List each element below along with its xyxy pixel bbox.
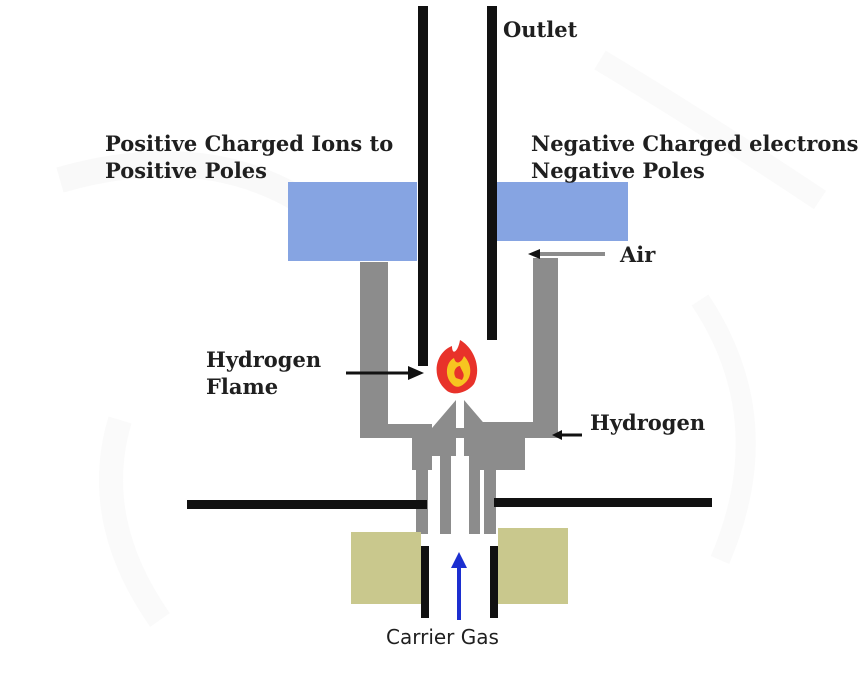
hydrogen-label: Hydrogen — [590, 410, 706, 435]
outlet-label: Outlet — [503, 17, 578, 42]
hydrogen-flame — [436, 340, 478, 394]
negative-pole-block — [497, 182, 628, 241]
air-label: Air — [620, 242, 656, 267]
center-pipe-mid-right — [469, 456, 480, 534]
base-plate-right — [494, 498, 712, 507]
right-gas-tube — [480, 258, 558, 470]
jet-nozzle — [432, 400, 488, 456]
background-ghost — [56, 50, 827, 627]
flame-pointer-arrowhead — [408, 366, 424, 380]
hydrogen-flame-label: Hydrogen Flame — [206, 347, 322, 399]
carrier-wall-right — [490, 546, 498, 618]
heater-block-right — [498, 528, 568, 604]
left-gas-tube — [360, 262, 432, 470]
carrier-wall-left — [421, 546, 429, 618]
chimney-wall-right — [487, 6, 497, 340]
positive-ions-label: Positive Charged Ions to Positive Poles — [105, 131, 394, 183]
center-pipe-right — [484, 468, 496, 534]
jet-nozzle-ring — [428, 428, 492, 438]
positive-pole-block — [288, 182, 417, 261]
center-pipe-mid-left — [440, 456, 451, 534]
base-plate-left — [187, 500, 427, 509]
negative-electrons-label: Negative Charged electrons Negative Pole… — [531, 131, 858, 183]
carrier-gas-label: Carrier Gas — [386, 625, 499, 649]
carrier-gas-arrowhead — [451, 552, 467, 568]
heater-block-left — [351, 532, 421, 604]
air-arrowhead — [528, 249, 540, 259]
chimney-wall-left — [418, 6, 428, 366]
hydrogen-arrowhead — [552, 430, 562, 440]
